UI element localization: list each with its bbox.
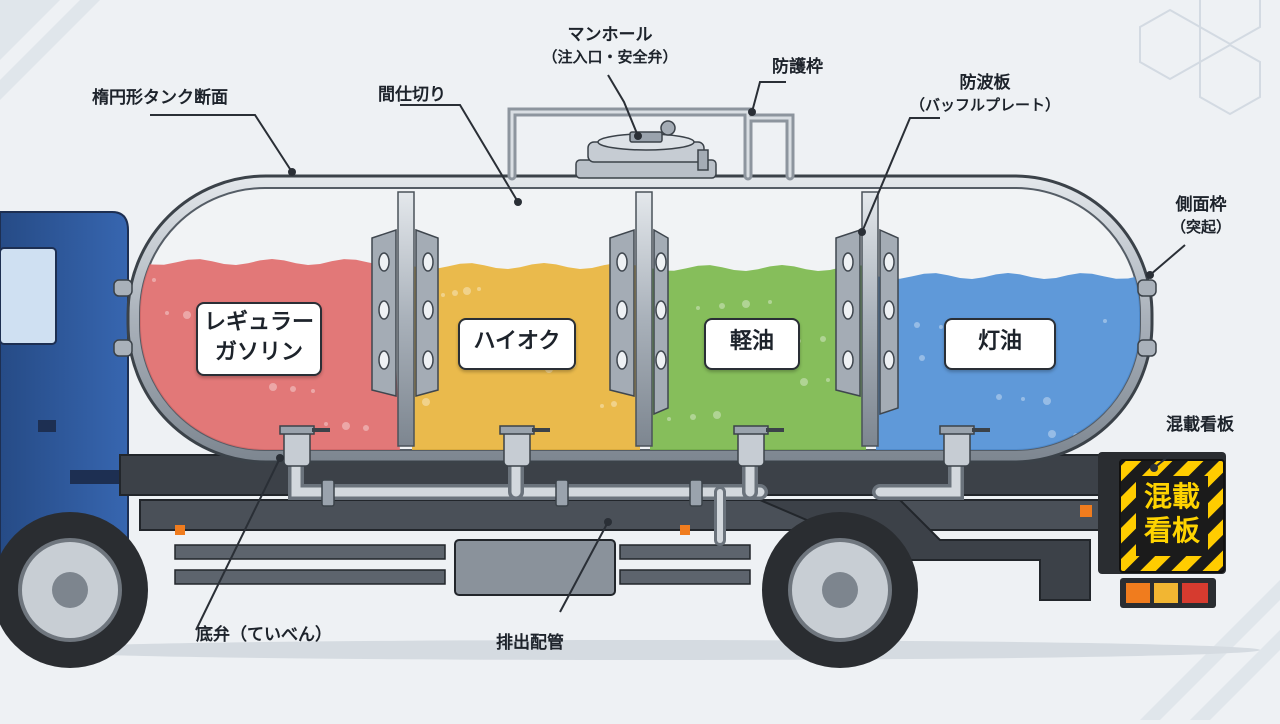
liquid-bubble [713,411,721,419]
liquid-bubble [1103,319,1107,323]
liquid-bubble [800,378,808,386]
label-manhole-text: マンホール [567,25,653,45]
compartment-tag-kerosene-label: 灯油 [977,329,1022,354]
mixed-load-sign [1098,452,1226,574]
liquid-bubble [1098,436,1102,440]
truck-cab [0,211,129,611]
leader-dots [276,108,1158,526]
label-ellipse-tank-text: 楕円形タンク断面 [92,88,228,108]
liquid-bubble [1021,397,1025,401]
label-discharge-pipe-text: 排出配管 [496,633,564,653]
label-ellipse-tank: 楕円形タンク断面 [92,87,228,109]
liquid-bubble [826,378,830,382]
liquid-bubble [324,422,328,426]
bottom-valves [279,425,990,467]
ground-shadow [20,640,1260,660]
liquid-bubble [690,414,696,420]
liquid-bubble [311,389,315,393]
label-guard-frame-text: 防護枠 [772,57,823,77]
sign-line1: 混載 [1143,480,1200,513]
compartment-tag-high-octane-label: ハイオク [473,329,561,354]
partitions [397,191,879,447]
liquid-bubble [1048,430,1056,438]
baffle-holes [378,252,895,370]
liquid-bubble [290,386,296,392]
cab-window [0,247,57,345]
label-bottom-valve-text: 底弁（ていべん） [196,625,332,645]
label-bottom-valve: 底弁（ていべん） [196,624,332,646]
compartment-tag-high-octane: ハイオク [458,318,576,370]
liquid-bubble [820,336,826,342]
label-side-frame-text: 側面枠 [1175,195,1227,215]
liquid-bubble [939,325,943,329]
liquid-bubble [919,355,925,361]
label-baffle: 防波板 （バッフルプレート） [900,72,1070,116]
liquid-bubble [667,417,671,421]
guard-frame-inner [510,110,792,178]
liquid-bubble [719,303,725,309]
liquid-bubble [422,398,430,406]
compartment-tag-diesel: 軽油 [704,318,800,370]
hexagon-decoration [1139,0,1261,116]
label-side-frame-sub: （突起） [1170,218,1231,236]
label-baffle-text: 防波板 [959,73,1011,93]
label-guard-frame: 防護枠 [772,56,823,78]
compartment-tag-kerosene: 灯油 [944,318,1056,370]
liquid-bubble [914,322,920,328]
label-partition: 間仕切り [378,84,446,106]
liquid-bubble [441,293,445,297]
label-baffle-sub: （バッフルプレート） [909,96,1060,114]
liquid-bubble [269,383,277,391]
mixed-load-sign-text: 混載 看板 [1136,480,1208,548]
compartment-tag-regular-line1: レギュラー [203,310,314,335]
label-mixed-sign: 混載看板 [1166,414,1234,436]
compartment-tag-regular-line2: ガソリン [214,340,303,365]
liquid-bubble [363,425,369,431]
leader-lines [150,74,1186,631]
liquid-bubble [611,401,617,407]
label-mixed-sign-text: 混載看板 [1166,415,1234,435]
front-wheel [0,512,148,668]
liquid-bubble [463,287,471,295]
liquid-bubble [696,306,700,310]
pipe-clamps [321,479,703,507]
liquid-bubble [452,290,458,296]
label-partition-text: 間仕切り [378,85,446,105]
liquid-bubble [342,422,350,430]
label-manhole-sub: （注入口・安全弁） [542,48,678,66]
tail-lights [1120,578,1216,608]
liquid-bubble [477,287,481,291]
liquid-bubble [1043,397,1051,405]
label-discharge-pipe: 排出配管 [496,632,564,654]
door-handle [38,420,56,432]
label-side-frame: 側面枠 （突起） [1156,194,1246,238]
liquid-bubble [996,394,1002,400]
compartment-tag-diesel-label: 軽油 [729,329,774,354]
manhole [575,120,717,179]
liquid-bubble [742,300,750,308]
label-manhole: マンホール （注入口・安全弁） [530,24,690,68]
liquid-bubble [600,404,604,408]
liquid-bubble [165,311,169,315]
liquid-bubble [768,300,772,304]
liquid-bubble [183,311,191,319]
rear-wheel [762,512,918,668]
liquid-bubble [152,278,156,282]
sign-line2: 看板 [1143,514,1200,547]
compartment-tag-regular: レギュラー ガソリン [196,302,322,376]
side-frame-knobs [113,279,1157,357]
